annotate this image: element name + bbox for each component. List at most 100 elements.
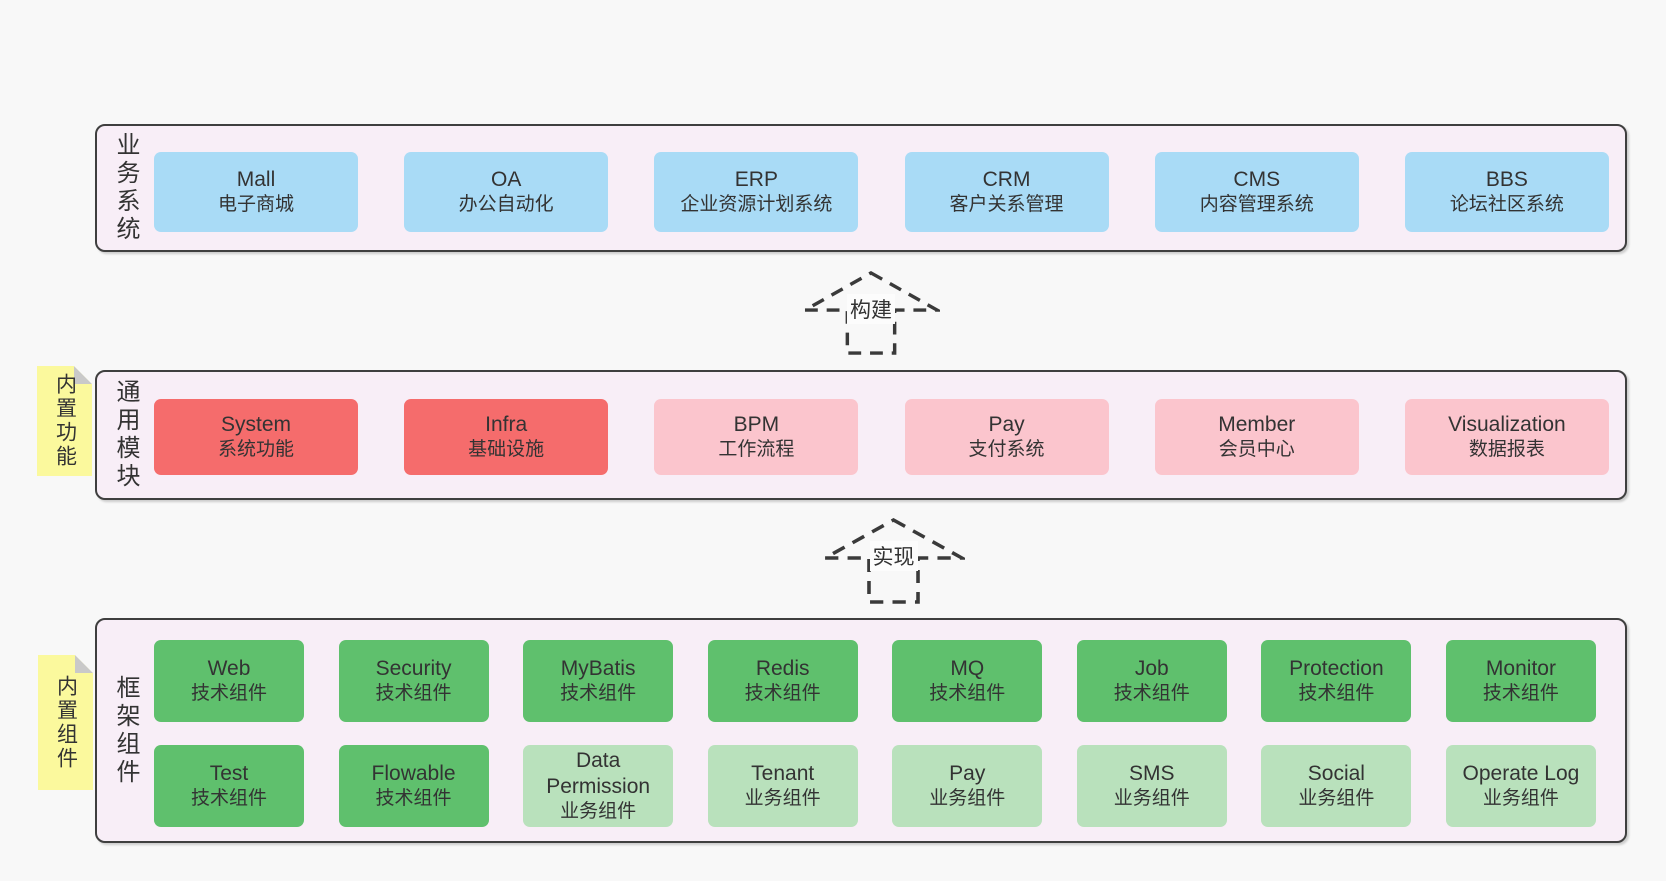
arrow-build-label: 构建: [847, 294, 895, 324]
box-name: Data Permission: [546, 748, 651, 799]
box-name: Member: [1218, 413, 1296, 436]
arrow-build: 构建: [802, 270, 940, 356]
common-modules-row: System 系统功能 Infra 基础设施 BPM 工作流程 Pay 支付系统…: [154, 399, 1609, 475]
box-desc: 会员中心: [1218, 439, 1295, 461]
box-desc: 技术组件: [560, 683, 637, 705]
box-desc: 业务组件: [560, 801, 637, 823]
box-cms: CMS 内容管理系统: [1154, 152, 1359, 232]
box-pay-module: Pay 支付系统: [904, 399, 1109, 475]
box-monitor: Monitor 技术组件: [1445, 640, 1596, 722]
box-name: OA: [491, 168, 522, 191]
box-name: Visualization: [1448, 413, 1566, 436]
box-desc: 工作流程: [718, 439, 795, 461]
box-name: Security: [375, 657, 452, 680]
box-data-permission: Data Permission 业务组件: [523, 745, 674, 827]
box-oa: OA 办公自动化: [404, 152, 609, 232]
box-infra: Infra 基础设施: [404, 399, 609, 475]
box-erp: ERP 企业资源计划系统: [654, 152, 859, 232]
box-desc: 业务组件: [929, 788, 1006, 810]
box-sms: SMS 业务组件: [1076, 745, 1227, 827]
box-desc: 技术组件: [190, 788, 267, 810]
box-name: System: [220, 413, 291, 436]
box-test: Test 技术组件: [154, 745, 304, 827]
framework-components-row-1: Web 技术组件 Security 技术组件 MyBatis 技术组件 Redi…: [154, 640, 1596, 722]
box-desc: 基础设施: [468, 439, 545, 461]
box-desc: 系统功能: [217, 439, 294, 461]
box-name: CMS: [1233, 168, 1281, 191]
box-desc: 论坛社区系统: [1449, 194, 1564, 216]
box-member: Member 会员中心: [1154, 399, 1359, 475]
note-built-in-features: 内置功能: [37, 366, 92, 476]
box-social: Social 业务组件: [1261, 745, 1412, 827]
box-name: Infra: [485, 413, 528, 436]
box-flowable: Flowable 技术组件: [338, 745, 489, 827]
box-name: CRM: [982, 168, 1031, 191]
box-security: Security 技术组件: [338, 640, 489, 722]
box-bpm: BPM 工作流程: [654, 399, 859, 475]
box-name: Pay: [988, 413, 1025, 436]
box-desc: 电子商城: [217, 194, 294, 216]
box-desc: 办公自动化: [458, 194, 554, 216]
band-business-systems: 业务系统 Mall 电子商城 OA 办公自动化 ERP 企业资源计划系统 CRM…: [95, 124, 1627, 252]
note-built-in-features-label: 内置功能: [53, 373, 77, 469]
note-built-in-components-label: 内置组件: [54, 674, 78, 771]
band-common-modules: 通用模块 System 系统功能 Infra 基础设施 BPM 工作流程 Pay…: [95, 370, 1627, 500]
box-mall: Mall 电子商城: [154, 152, 358, 232]
box-name: Tenant: [751, 762, 815, 785]
box-desc: 技术组件: [1482, 683, 1559, 705]
box-desc: 技术组件: [375, 683, 452, 705]
box-desc: 数据报表: [1468, 439, 1545, 461]
box-visualization: Visualization 数据报表: [1404, 399, 1609, 475]
box-name: Monitor: [1485, 657, 1556, 680]
box-job: Job 技术组件: [1076, 640, 1227, 722]
box-desc: 业务组件: [1113, 788, 1190, 810]
box-name: Job: [1134, 657, 1169, 680]
box-desc: 技术组件: [929, 683, 1006, 705]
box-system: System 系统功能: [154, 399, 358, 475]
box-name: BPM: [733, 413, 780, 436]
box-desc: 业务组件: [1298, 788, 1375, 810]
box-mybatis: MyBatis 技术组件: [523, 640, 674, 722]
business-systems-row: Mall 电子商城 OA 办公自动化 ERP 企业资源计划系统 CRM 客户关系…: [154, 152, 1609, 232]
up-block-arrow-icon: [802, 270, 940, 355]
box-desc: 企业资源计划系统: [680, 194, 833, 216]
box-redis: Redis 技术组件: [707, 640, 858, 722]
box-name: Operate Log: [1462, 762, 1580, 785]
band-framework-components: 框架组件 Web 技术组件 Security 技术组件 MyBatis 技术组件…: [95, 618, 1627, 843]
box-name: Pay: [949, 762, 986, 785]
arrow-implement: 实现: [822, 517, 965, 605]
box-pay-component: Pay 业务组件: [892, 745, 1043, 827]
box-desc: 技术组件: [375, 788, 452, 810]
box-crm: CRM 客户关系管理: [904, 152, 1109, 232]
box-desc: 技术组件: [1113, 683, 1190, 705]
box-name: Social: [1307, 762, 1365, 785]
box-desc: 技术组件: [1298, 683, 1375, 705]
box-name: Mall: [236, 168, 276, 191]
box-name: BBS: [1485, 168, 1528, 191]
band-business-systems-label: 业务系统: [112, 132, 139, 244]
box-name: ERP: [734, 168, 778, 191]
box-protection: Protection 技术组件: [1261, 640, 1412, 722]
note-fold-corner-icon: [75, 655, 93, 673]
note-built-in-components: 内置组件: [38, 655, 93, 790]
framework-components-row-2: Test 技术组件 Flowable 技术组件 Data Permission …: [154, 745, 1596, 827]
arrow-implement-label: 实现: [869, 541, 918, 571]
up-block-arrow-icon: [822, 517, 965, 604]
box-name: MyBatis: [560, 657, 636, 680]
box-desc: 业务组件: [744, 788, 821, 810]
box-name: Web: [207, 657, 251, 680]
box-desc: 业务组件: [1482, 788, 1559, 810]
box-desc: 支付系统: [968, 439, 1045, 461]
box-name: Flowable: [371, 762, 456, 785]
box-desc: 内容管理系统: [1199, 194, 1314, 216]
box-name: Test: [209, 762, 249, 785]
box-desc: 客户关系管理: [949, 194, 1064, 216]
box-name: MQ: [950, 657, 985, 680]
box-bbs: BBS 论坛社区系统: [1404, 152, 1609, 232]
box-desc: 技术组件: [190, 683, 267, 705]
box-tenant: Tenant 业务组件: [707, 745, 858, 827]
box-desc: 技术组件: [744, 683, 821, 705]
box-name: SMS: [1129, 762, 1175, 785]
box-name: Protection: [1289, 657, 1384, 680]
